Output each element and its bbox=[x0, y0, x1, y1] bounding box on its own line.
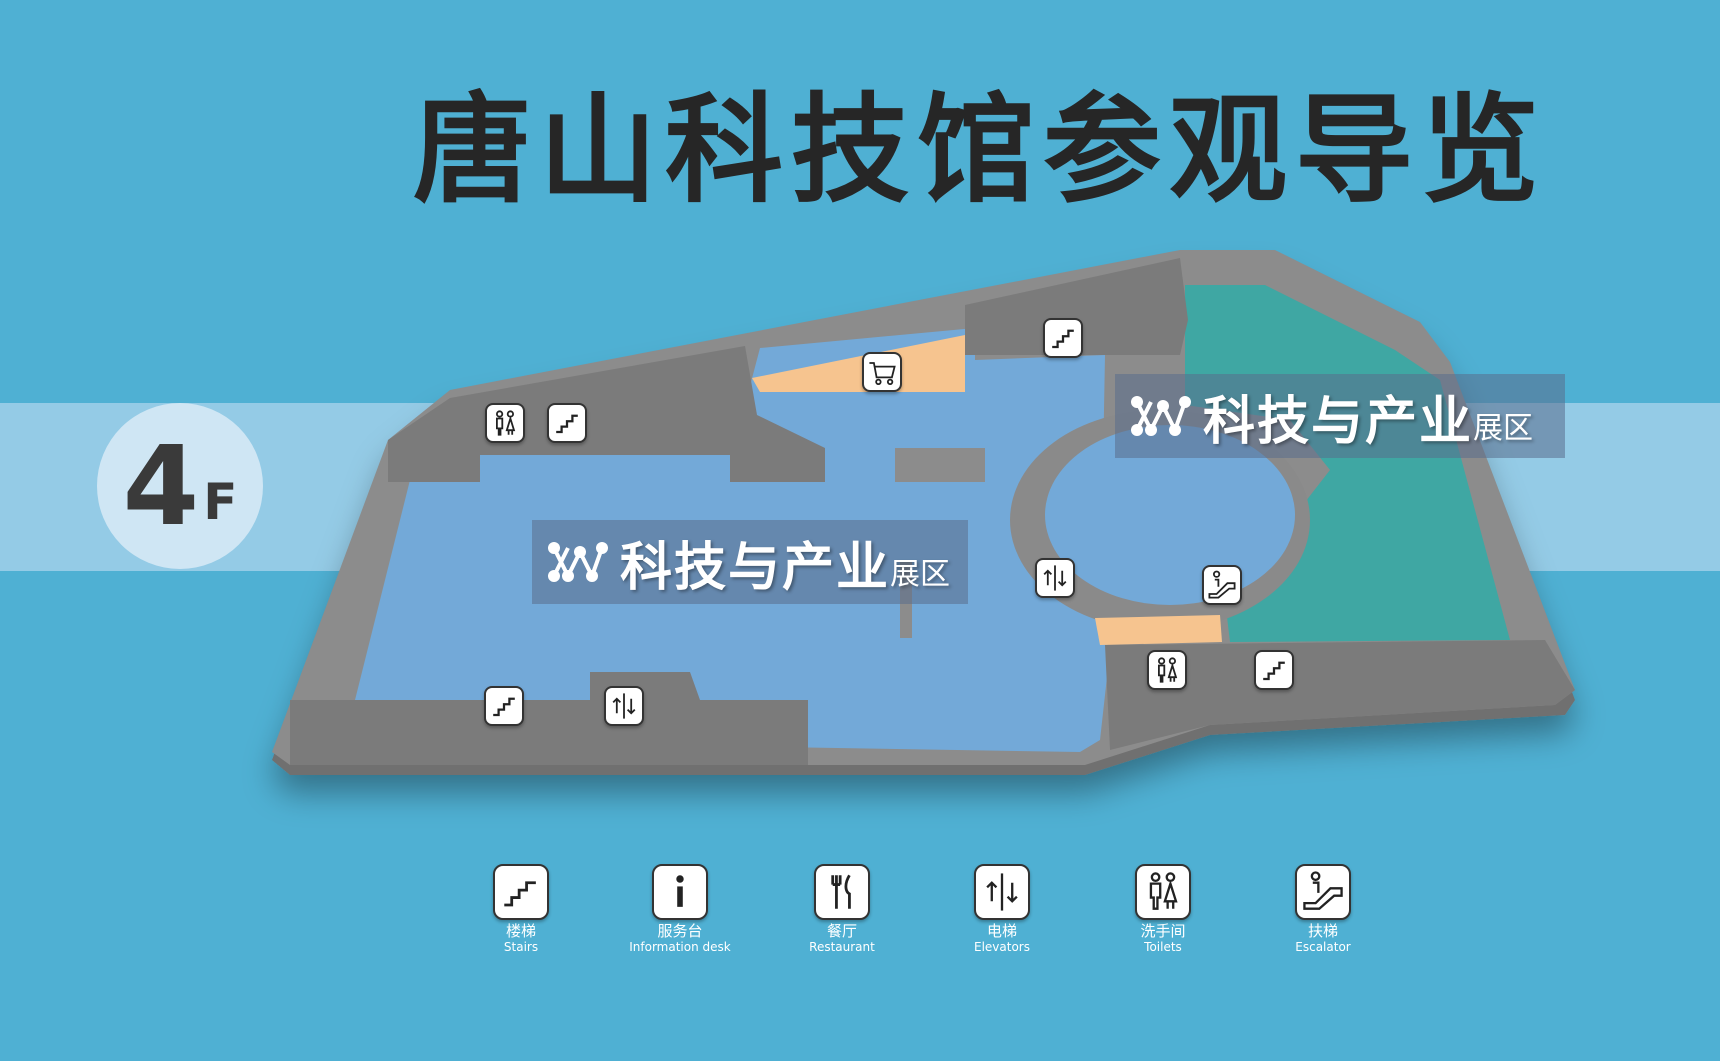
wall-inner-1 bbox=[895, 448, 985, 482]
zone-label-right: 科技与产业 展区 bbox=[1115, 374, 1565, 458]
floor-badge: 4 F bbox=[97, 403, 263, 569]
elevator-icon[interactable] bbox=[1035, 558, 1075, 598]
shop-area bbox=[752, 335, 965, 392]
page-title: 唐山科技馆参观导览 bbox=[412, 81, 1547, 219]
legend-label-en: Elevators bbox=[974, 940, 1030, 954]
elevator-icon bbox=[974, 864, 1030, 920]
legend-label-cn: 服务台 bbox=[657, 922, 703, 940]
legend-item-information: 服务台 Information desk bbox=[610, 864, 750, 954]
wall-block-left bbox=[388, 346, 825, 482]
stairs-icon[interactable] bbox=[547, 403, 587, 443]
zone-name: 科技与产业 bbox=[1203, 391, 1474, 452]
zone-suffix: 展区 bbox=[890, 557, 951, 592]
toilets-icon[interactable] bbox=[485, 403, 525, 443]
shop-cart-icon[interactable] bbox=[862, 352, 902, 392]
escalator-icon[interactable] bbox=[1202, 565, 1242, 605]
network-icon bbox=[1131, 396, 1191, 436]
elevator-icon[interactable] bbox=[604, 686, 644, 726]
legend-label-cn: 洗手间 bbox=[1140, 922, 1186, 940]
round-hall-floor bbox=[1045, 425, 1295, 605]
legend-label-cn: 楼梯 bbox=[505, 922, 536, 940]
zone-label-left: 科技与产业 展区 bbox=[532, 520, 968, 604]
zone-suffix: 展区 bbox=[1473, 411, 1534, 446]
legend-item-toilets: 洗手间 Toilets bbox=[1093, 864, 1233, 954]
stairs-icon[interactable] bbox=[484, 686, 524, 726]
legend-label-cn: 电梯 bbox=[986, 922, 1017, 940]
legend-label-en: Restaurant bbox=[809, 940, 875, 954]
legend-item-escalator: 扶梯 Escalator bbox=[1253, 864, 1393, 954]
restaurant-icon bbox=[814, 864, 870, 920]
wall-block-bottom-right bbox=[1105, 640, 1575, 750]
legend-item-elevators: 电梯 Elevators bbox=[932, 864, 1072, 954]
toilets-icon bbox=[1135, 864, 1191, 920]
floor-number: 4 bbox=[122, 422, 200, 550]
wall-block-bottom-left bbox=[290, 672, 808, 765]
legend-label-en: Information desk bbox=[629, 940, 731, 954]
toilets-icon[interactable] bbox=[1147, 650, 1187, 690]
legend-label-cn: 扶梯 bbox=[1307, 922, 1338, 940]
legend-label-en: Toilets bbox=[1144, 940, 1182, 954]
legend-label-cn: 餐厅 bbox=[826, 922, 857, 940]
network-icon bbox=[548, 542, 608, 582]
service-area bbox=[1095, 615, 1222, 645]
legend-item-restaurant: 餐厅 Restaurant bbox=[772, 864, 912, 954]
zone-name: 科技与产业 bbox=[620, 537, 891, 598]
legend-label-en: Stairs bbox=[503, 940, 539, 954]
floor-suffix: F bbox=[203, 473, 238, 531]
stairs-icon[interactable] bbox=[1254, 650, 1294, 690]
stairs-icon[interactable] bbox=[1043, 318, 1083, 358]
legend-item-stairs: 楼梯 Stairs bbox=[451, 864, 591, 954]
info-icon bbox=[652, 864, 708, 920]
wall-block-top bbox=[965, 258, 1188, 355]
escalator-icon bbox=[1295, 864, 1351, 920]
legend-label-en: Escalator bbox=[1295, 940, 1351, 954]
stairs-icon bbox=[493, 864, 549, 920]
